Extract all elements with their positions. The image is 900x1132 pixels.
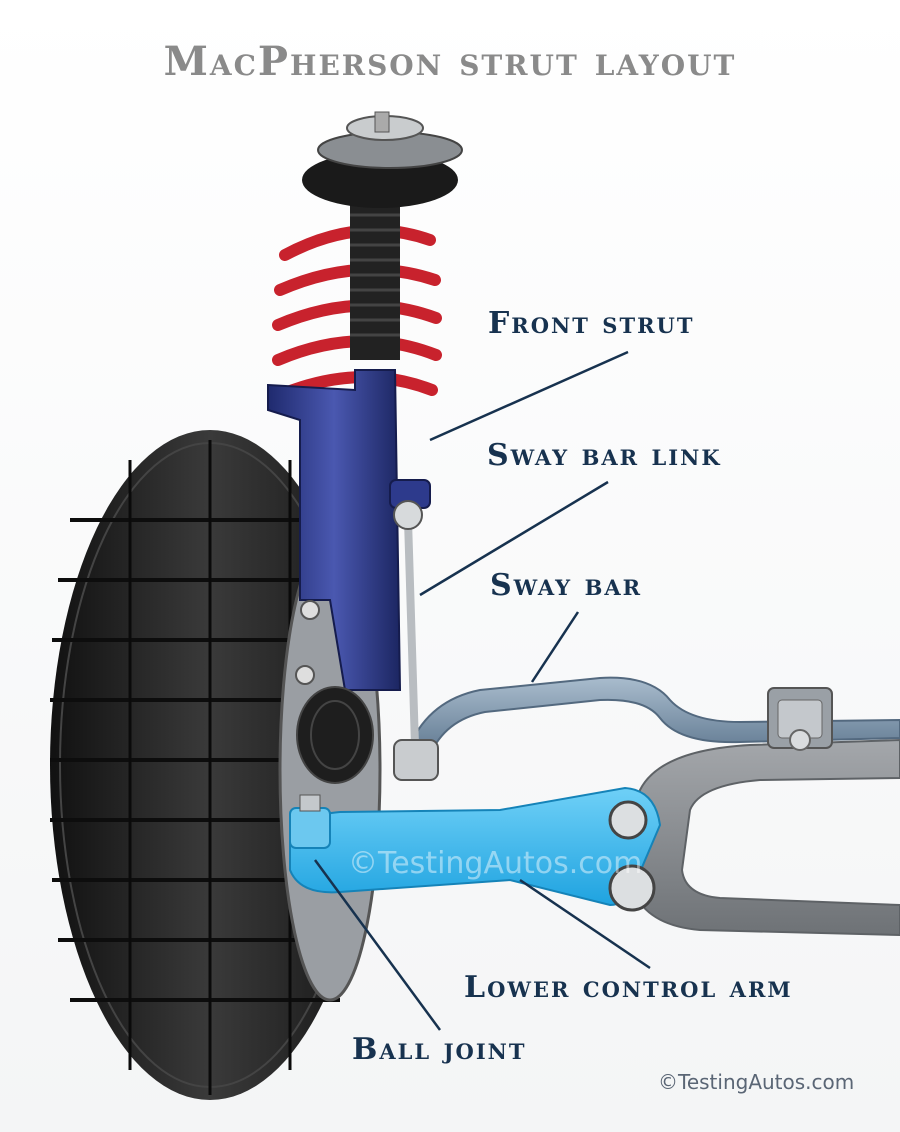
bracket-bolt [790, 730, 810, 750]
subframe [630, 740, 900, 935]
leader-sway-bar [532, 612, 578, 682]
label-ball-joint: Ball joint [352, 1032, 527, 1067]
leader-front-strut [430, 352, 628, 440]
label-lower-control-arm: Lower control arm [464, 970, 793, 1005]
copyright-notice: ©TestingAutos.com [658, 1070, 854, 1094]
label-sway-bar-link: Sway bar link [487, 438, 722, 473]
watermark: ©TestingAutos.com [348, 846, 642, 881]
top-strut-mount [302, 112, 462, 208]
label-front-strut: Front strut [488, 306, 695, 341]
sway-bar-shape [410, 678, 900, 755]
diagram-title: MacPherson strut layout [0, 38, 900, 85]
cv-boot [297, 687, 373, 783]
label-sway-bar: Sway bar [490, 568, 642, 603]
